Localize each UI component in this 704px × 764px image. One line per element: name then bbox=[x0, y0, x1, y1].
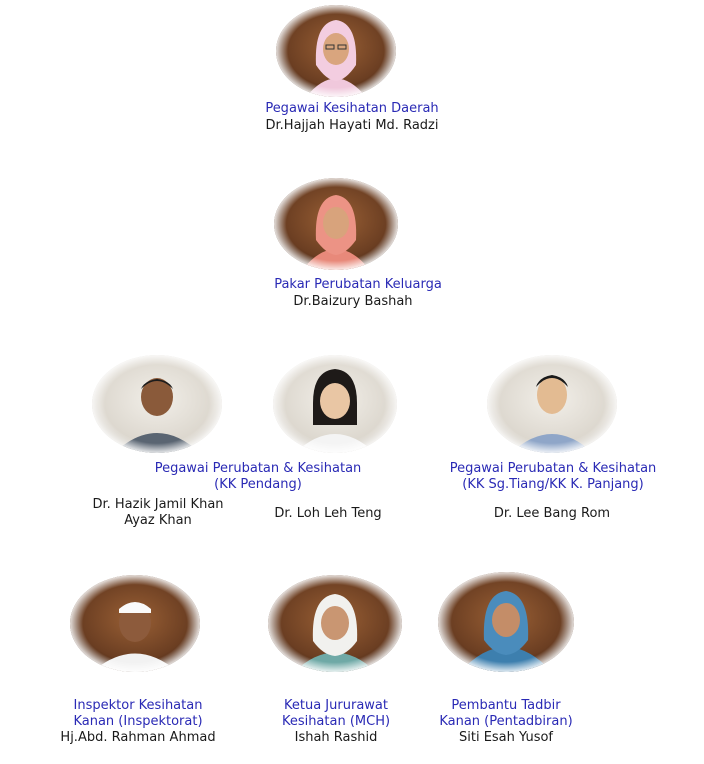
inspector-title-line1: Inspektor Kesihatan bbox=[73, 698, 203, 713]
medical-officers-group-title-1: Pegawai Perubatan & Kesihatan (KK Pendan… bbox=[118, 461, 398, 493]
medical-officer-2-name: Dr. Loh Leh Teng bbox=[274, 506, 382, 521]
nurse-title-line1: Ketua Jururawat bbox=[284, 698, 388, 713]
medical-officer-3-name: Dr. Lee Bang Rom bbox=[493, 506, 611, 521]
inspector-photo bbox=[70, 575, 200, 672]
group-title-1-line1: Pegawai Perubatan & Kesihatan bbox=[154, 461, 362, 476]
nurse-name: Ishah Rashid bbox=[294, 730, 378, 745]
inspector-title-line2: Kanan (Inspektorat) bbox=[73, 714, 203, 729]
admin-photo bbox=[438, 572, 574, 672]
district-officer-photo bbox=[276, 5, 396, 97]
admin-title-line1: Pembantu Tadbir bbox=[451, 698, 561, 713]
person-hijab-portrait-icon bbox=[276, 5, 396, 97]
medical-officers-group-title-2: Pegawai Perubatan & Kesihatan (KK Sg.Tia… bbox=[413, 461, 693, 493]
person-hijab-portrait-icon bbox=[274, 178, 398, 270]
person-portrait-icon bbox=[92, 355, 222, 453]
medical-officer-1-photo bbox=[92, 355, 222, 453]
medical-officer-2-photo bbox=[273, 355, 397, 453]
person-hijab-portrait-icon bbox=[268, 575, 402, 672]
district-officer-title: Pegawai Kesihatan Daerah bbox=[265, 101, 439, 116]
admin-title-line2: Kanan (Pentadbiran) bbox=[439, 714, 573, 729]
medical-officer-1-name-line1: Dr. Hazik Jamil Khan bbox=[92, 497, 224, 512]
family-specialist-name: Dr.Baizury Bashah bbox=[293, 294, 413, 309]
admin-label: Pembantu Tadbir Kanan (Pentadbiran) Siti… bbox=[406, 698, 606, 746]
inspector-label: Inspektor Kesihatan Kanan (Inspektorat) … bbox=[38, 698, 238, 746]
medical-officer-1-name-line2: Ayaz Khan bbox=[124, 513, 192, 528]
nurse-label: Ketua Jururawat Kesihatan (MCH) Ishah Ra… bbox=[236, 698, 436, 746]
medical-officer-1-name: Dr. Hazik Jamil Khan Ayaz Khan bbox=[58, 497, 258, 529]
inspector-name: Hj.Abd. Rahman Ahmad bbox=[60, 730, 216, 745]
person-portrait-icon bbox=[487, 355, 617, 453]
nurse-title-line2: Kesihatan (MCH) bbox=[281, 714, 391, 729]
district-officer-name: Dr.Hajjah Hayati Md. Radzi bbox=[265, 118, 439, 133]
person-hijab-portrait-icon bbox=[438, 572, 574, 672]
group-title-2-line1: Pegawai Perubatan & Kesihatan bbox=[449, 461, 657, 476]
group-title-2-line2: (KK Sg.Tiang/KK K. Panjang) bbox=[462, 477, 644, 492]
person-kopiah-portrait-icon bbox=[70, 575, 200, 672]
medical-officer-3-photo bbox=[487, 355, 617, 453]
person-portrait-icon bbox=[273, 355, 397, 453]
family-specialist-photo bbox=[274, 178, 398, 270]
group-title-1-line2: (KK Pendang) bbox=[214, 477, 302, 492]
family-specialist-title: Pakar Perubatan Keluarga bbox=[274, 277, 442, 292]
nurse-photo bbox=[268, 575, 402, 672]
admin-name: Siti Esah Yusof bbox=[458, 730, 554, 745]
